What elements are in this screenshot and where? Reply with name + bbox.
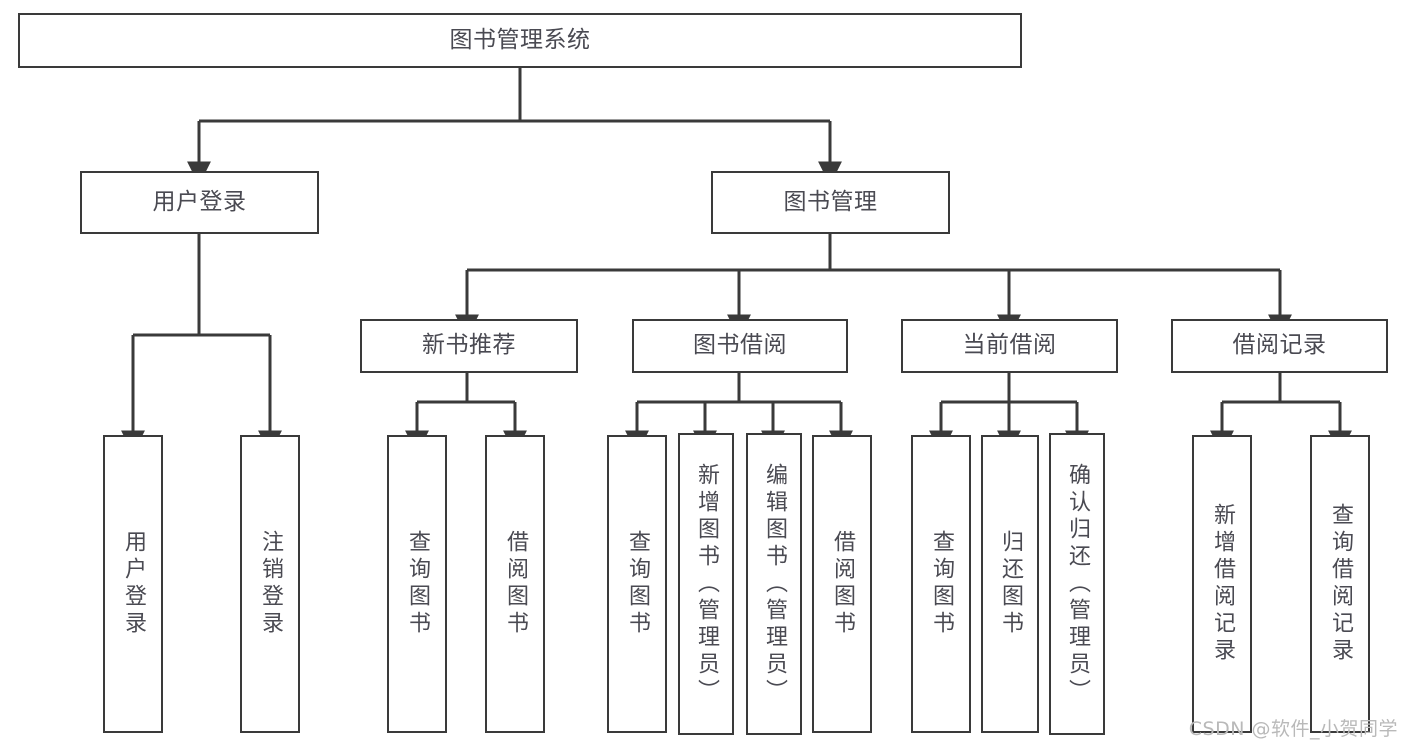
node-leaf-edit-book-label: 编辑图书（管理员） <box>762 462 787 706</box>
node-leaf-add-borrow-record-label: 新增借阅记录 <box>1210 503 1235 665</box>
node-leaf-add-book-label: 新增图书（管理员） <box>694 462 719 706</box>
node-leaf-query-book-2-label: 查询图书 <box>625 530 650 638</box>
watermark-text: CSDN @软件_小贺同学 <box>1188 718 1398 740</box>
node-new-book-recommend[interactable]: 新书推荐 <box>360 319 578 373</box>
node-leaf-borrow-book-2[interactable]: 借阅图书 <box>812 435 872 733</box>
node-current-borrow-label: 当前借阅 <box>962 332 1057 359</box>
node-leaf-return-book[interactable]: 归还图书 <box>981 435 1039 733</box>
node-leaf-confirm-return-label: 确认归还（管理员） <box>1065 462 1090 706</box>
node-leaf-user-login-label: 用户登录 <box>121 530 146 638</box>
node-borrow-record[interactable]: 借阅记录 <box>1171 319 1388 373</box>
node-root[interactable]: 图书管理系统 <box>18 13 1022 68</box>
node-book-manage[interactable]: 图书管理 <box>711 171 950 234</box>
node-leaf-confirm-return[interactable]: 确认归还（管理员） <box>1049 433 1105 735</box>
node-borrow-record-label: 借阅记录 <box>1232 332 1327 359</box>
node-leaf-query-book-3-label: 查询图书 <box>929 530 954 638</box>
node-leaf-return-book-label: 归还图书 <box>998 530 1023 638</box>
node-book-borrow-label: 图书借阅 <box>693 332 787 359</box>
node-leaf-query-borrow-record[interactable]: 查询借阅记录 <box>1310 435 1370 733</box>
node-new-book-recommend-label: 新书推荐 <box>422 332 516 359</box>
node-leaf-user-logout[interactable]: 注销登录 <box>240 435 300 733</box>
node-leaf-query-book-1[interactable]: 查询图书 <box>387 435 447 733</box>
node-leaf-user-logout-label: 注销登录 <box>258 530 283 638</box>
node-leaf-query-book-1-label: 查询图书 <box>405 530 430 638</box>
node-leaf-user-login[interactable]: 用户登录 <box>103 435 163 733</box>
node-current-borrow[interactable]: 当前借阅 <box>901 319 1118 373</box>
node-leaf-query-book-2[interactable]: 查询图书 <box>607 435 667 733</box>
node-user-login[interactable]: 用户登录 <box>80 171 319 234</box>
node-leaf-borrow-book-1[interactable]: 借阅图书 <box>485 435 545 733</box>
node-book-borrow[interactable]: 图书借阅 <box>632 319 848 373</box>
node-root-label: 图书管理系统 <box>449 26 591 53</box>
node-leaf-borrow-book-1-label: 借阅图书 <box>503 530 528 638</box>
node-user-login-label: 用户登录 <box>152 188 247 215</box>
node-leaf-borrow-book-2-label: 借阅图书 <box>830 530 855 638</box>
node-leaf-add-book[interactable]: 新增图书（管理员） <box>678 433 734 735</box>
node-book-manage-label: 图书管理 <box>783 188 878 215</box>
node-leaf-query-borrow-record-label: 查询借阅记录 <box>1328 503 1353 665</box>
node-leaf-query-book-3[interactable]: 查询图书 <box>911 435 971 733</box>
node-leaf-edit-book[interactable]: 编辑图书（管理员） <box>746 433 802 735</box>
node-leaf-add-borrow-record[interactable]: 新增借阅记录 <box>1192 435 1252 733</box>
